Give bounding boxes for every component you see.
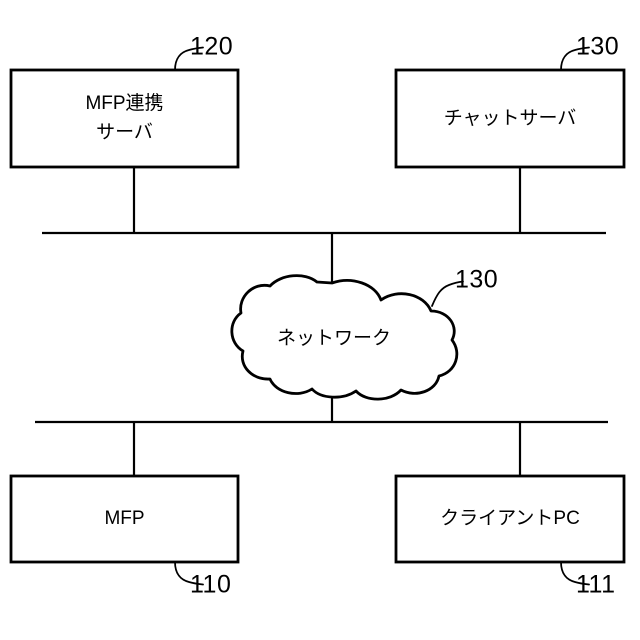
leader-line-130-network [431, 280, 464, 307]
node-box-mfp [9, 474, 240, 564]
leader-line-111 [560, 561, 590, 586]
ref-numeral-110: 110 [190, 571, 231, 599]
node-box-chat-server [394, 68, 626, 169]
node-label-client-pc: クライアントPC [440, 507, 580, 529]
node-label-mfp-link-server-line1: MFP連携 [85, 92, 163, 114]
node-label-mfp-link-server-line2: サーバ [96, 122, 153, 143]
node-box-client-pc [394, 474, 626, 564]
network-cloud-label: ネットワーク [277, 327, 391, 349]
ref-numeral-130-network: 130 [455, 266, 498, 294]
node-box-mfp-link-server [9, 68, 240, 169]
network-cloud-shape [230, 274, 459, 401]
leader-line-110 [174, 561, 204, 586]
ref-numeral-130-chat-server: 130 [576, 33, 619, 61]
leader-line-120 [174, 46, 204, 71]
node-label-mfp: MFP [104, 508, 144, 529]
ref-numeral-111: 111 [576, 571, 616, 599]
node-label-chat-server: チャットサーバ [444, 108, 577, 129]
ref-numeral-120: 120 [190, 33, 233, 61]
leader-line-130-chat-server [560, 46, 590, 71]
